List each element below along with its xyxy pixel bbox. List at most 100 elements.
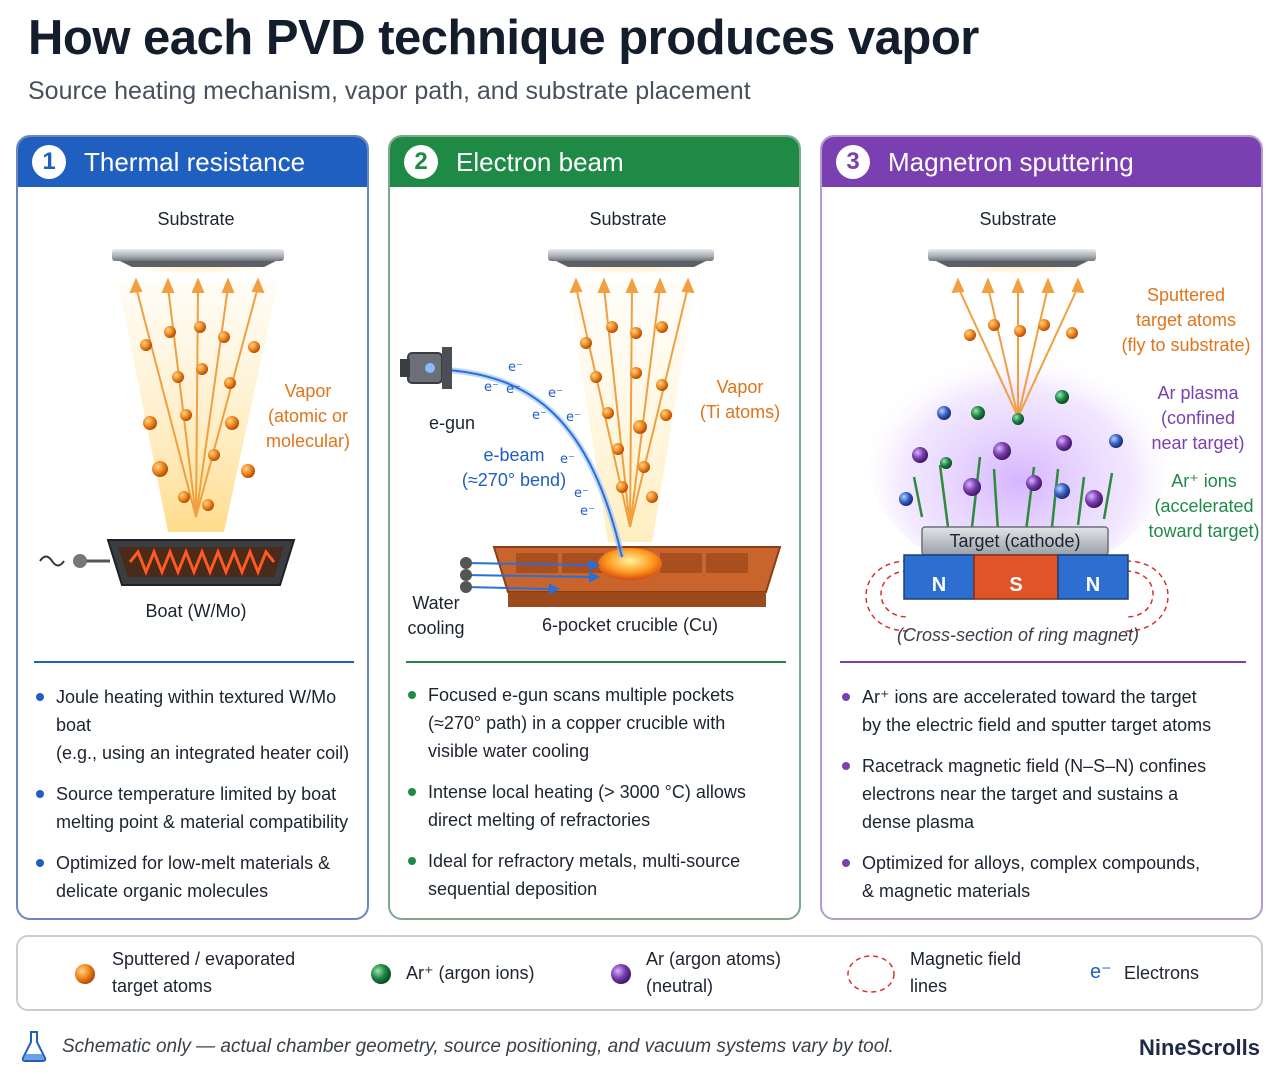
svg-text:e⁻: e⁻ [484,380,499,395]
bullet-item: Ideal for refractory metals, multi-sourc… [408,847,798,903]
target-label: Target (cathode) [949,531,1081,551]
panel-magnetron-sputtering: 3 Magnetron sputtering [820,135,1263,920]
vapor-label-line: Vapor [716,377,764,397]
svg-text:e⁻: e⁻ [506,382,521,397]
panel-electron-beam: 2 Electron beam [388,135,801,920]
svg-text:e⁻: e⁻ [560,452,575,467]
power-connection [39,554,110,568]
bullet-list: Ar⁺ ions are accelerated toward the targ… [842,683,1252,918]
legend-text-line: Sputtered / evaporated [112,949,296,969]
page-title: How each PVD technique produces vapor [28,11,979,65]
argon-ions [940,390,1069,469]
bullet-line: direct melting of refractories [428,810,651,830]
ebeam-label-line: e-beam [483,445,545,465]
flask-icon [21,1031,47,1062]
panel-title: Thermal resistance [84,147,306,177]
substrate-label: Substrate [979,209,1057,229]
water-cooling-label: Water cooling [396,591,476,641]
magnet-caption: (Cross-section of ring magnet) [896,625,1140,645]
green-atom-icon [371,964,391,984]
plasma-label-line: Ar plasma [1157,383,1239,403]
bullet-line: Ideal for refractory metals, multi-sourc… [428,851,741,871]
bullet-line: Racetrack magnetic field (N–S–N) confine… [862,756,1207,776]
crucible [492,546,782,607]
bullet-line: visible water cooling [428,741,590,761]
legend: Sputtered / evaporated target atoms Ar⁺ … [16,935,1263,1011]
magnet-pole-n-right: N [1085,574,1101,596]
legend-item-argon-ions: Ar⁺ (argon ions) [370,937,570,1009]
electron-icon: e⁻ [1090,961,1112,983]
substrate-label: Substrate [589,209,667,229]
bullet-line: & magnetic materials [862,881,1031,901]
bullet-item: Optimized for alloys, complex compounds,… [842,849,1252,905]
water-cooling-line: cooling [407,618,465,638]
orange-atom-icon [75,964,95,984]
crucible-label: 6-pocket crucible (Cu) [541,615,719,635]
bullet-line: sequential deposition [428,879,598,899]
legend-text: Ar (argon atoms) (neutral) [646,946,781,1000]
field-lines-icon [847,955,895,993]
svg-text:e⁻: e⁻ [508,360,523,375]
ions-label-line: toward target) [1148,521,1260,541]
ebeam-schematic: e⁻e⁻e⁻ e⁻e⁻e⁻ e⁻e⁻e⁻ [400,249,782,607]
bullet-dot [36,790,44,798]
ebeam-label: e-beam (≈270° bend) [454,443,574,493]
legend-text-line: target atoms [112,976,213,996]
plasma-cloud [868,337,1168,577]
bullet-line: by the electric field and sputter target… [862,715,1212,735]
legend-text-line: (neutral) [646,976,714,996]
bullet-line: Optimized for low-melt materials & [56,853,331,873]
egun-label: e-gun [428,413,476,433]
ions-label-line: (accelerated [1154,496,1254,516]
footer-note: Schematic only — actual chamber geometry… [62,1036,894,1057]
legend-text: Sputtered / evaporated target atoms [112,946,295,1000]
legend-text: Electrons [1124,963,1200,983]
sputtered-atoms-label: Sputtered target atoms (fly to substrate… [1116,283,1256,358]
ebeam-label-line: (≈270° bend) [461,470,567,490]
vapor-label: Vapor (atomic or molecular) [258,379,358,454]
legend-text-line: Magnetic field [910,949,1022,969]
electron-gun [400,347,452,389]
magnet-pole-n-left: N [931,574,947,596]
sputtered-arrows [951,277,1085,418]
vapor-label-line: (Ti atoms) [699,402,781,422]
legend-text: Magnetic field lines [910,946,1021,1000]
bullet-line: Focused e-gun scans multiple pockets [428,685,735,705]
substrate-label: Substrate [157,209,235,229]
bullet-line: melting point & material compatibility [56,812,349,832]
bullet-item: Joule heating within textured W/Mo boat(… [36,683,366,767]
bullet-line: (≈270° path) in a copper crucible with [428,713,726,733]
panel-title: Magnetron sputtering [888,147,1134,177]
sputtered-label-line: (fly to substrate) [1121,335,1251,355]
water-cooling-pipes [460,557,601,595]
bullet-item: Optimized for low-melt materials &delica… [36,849,366,905]
substrate-plate [112,249,284,274]
legend-text-line: Ar (argon atoms) [646,949,782,969]
page-subtitle: Source heating mechanism, vapor path, an… [28,77,751,105]
panel-title: Electron beam [456,147,624,177]
plasma-label-line: near target) [1151,433,1245,453]
divider [840,661,1246,663]
bullet-line: Optimized for alloys, complex compounds, [862,853,1201,873]
bullet-dot [36,693,44,701]
legend-item-electrons: e⁻ Electrons [1090,937,1250,1009]
thermal-schematic [39,249,296,586]
brand-logo: NineScrolls [1138,1035,1260,1060]
panel-header: 1 Thermal resistance [18,137,367,187]
substrate-plate [928,249,1096,274]
legend-item-argon-atoms: Ar (argon atoms) (neutral) [610,937,830,1009]
bullet-line: dense plasma [862,812,975,832]
vapor-label-line: molecular) [265,431,351,451]
bullet-dot [36,859,44,867]
bullet-dot [842,762,850,770]
bullet-dot [842,693,850,701]
magnet-pole-s: S [1009,574,1023,596]
bullet-dot [842,859,850,867]
bullet-dot [408,857,416,865]
legend-item-target-atoms: Sputtered / evaporated target atoms [74,937,334,1009]
sputtered-label-line: Sputtered [1146,285,1226,305]
sputtered-atoms [964,319,1078,341]
ring-magnet [903,554,1129,600]
bullet-list: Focused e-gun scans multiple pockets (≈27… [408,681,798,916]
